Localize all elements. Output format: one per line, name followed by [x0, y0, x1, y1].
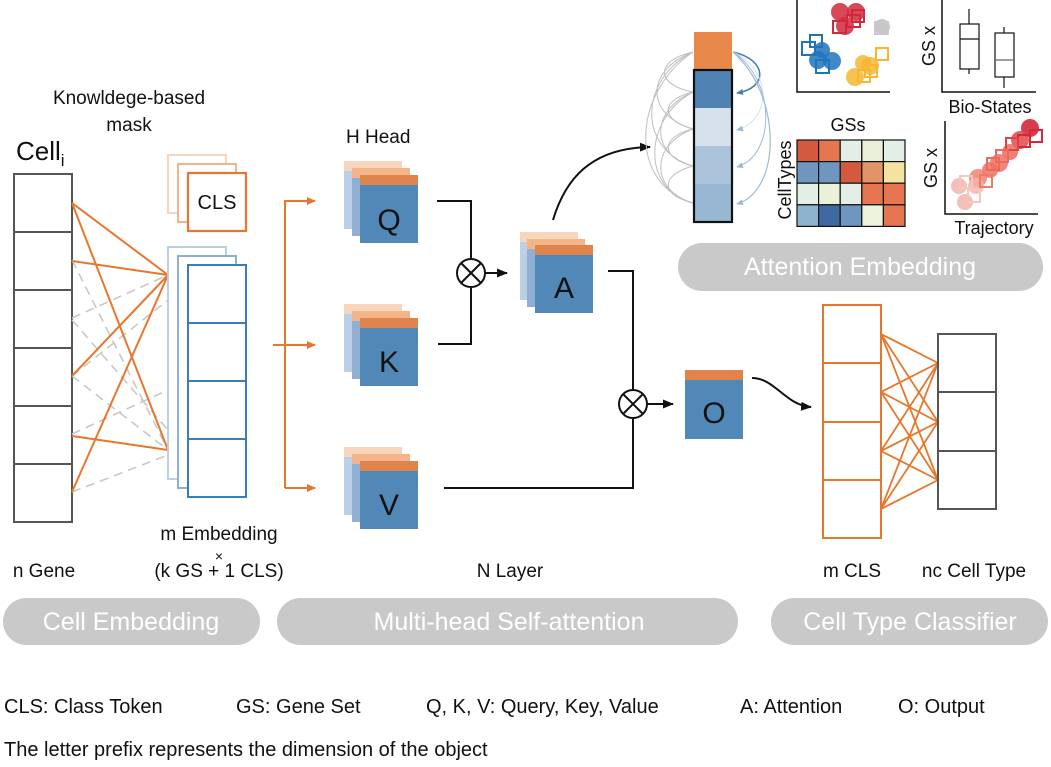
multiply-icon-av — [618, 389, 648, 419]
value-label: V — [379, 489, 399, 522]
multiply-icon-qk — [456, 258, 486, 288]
heatmap-cell — [839, 204, 863, 228]
attention-matrix-stack: A — [520, 232, 593, 313]
attention-arcs-gray — [645, 51, 694, 204]
key-label: K — [379, 346, 399, 379]
heatmap-cell — [796, 204, 820, 228]
attention-label: A — [554, 272, 574, 305]
arrow-to-classifier — [751, 377, 812, 411]
self-attention-section: H Head Q K V — [344, 127, 812, 582]
attention-embedding-pill-label: Attention Embedding — [744, 253, 976, 281]
attention-arcs-blue — [732, 51, 771, 206]
embedding-label-times: × — [215, 548, 223, 564]
celltype-label: nc Cell Type — [922, 561, 1026, 582]
masked-connections — [71, 259, 169, 493]
trajectory-scatter-plot: GS x Trajectory — [921, 119, 1043, 238]
heatmap-cell — [817, 139, 841, 163]
legend-item-qkv: Q, K, V: Query, Key, Value — [426, 696, 659, 718]
classifier-section: m CLS nc Cell Type — [822, 304, 1026, 582]
classifier-connection — [880, 479, 939, 510]
heatmap-cell — [817, 182, 841, 206]
legend-item-gs: GS: Gene Set — [236, 696, 361, 718]
gene-label: n Gene — [13, 561, 75, 582]
qkv-branch-arrows — [273, 197, 316, 492]
trajectory-x-label: Trajectory — [954, 218, 1033, 238]
cls-token-label: CLS — [198, 192, 237, 214]
value-matrix-stack: V — [344, 447, 418, 529]
cell-embedding-pill-label: Cell Embedding — [43, 608, 220, 636]
mask-connections — [71, 202, 169, 493]
query-matrix-stack: Q — [344, 161, 418, 243]
self-attention-pill — [277, 598, 738, 645]
celltype-vector — [937, 333, 997, 510]
classifier-connection — [880, 362, 939, 510]
heatmap-cells — [796, 139, 906, 228]
legend-note: The letter prefix represents the dimensi… — [4, 739, 488, 761]
classifier-connection — [880, 362, 939, 393]
heads-label: H Head — [346, 127, 410, 148]
heatmap-cell — [882, 161, 906, 184]
heatmap-cell — [817, 161, 841, 184]
trajectory-y-label: GS x — [921, 148, 941, 188]
attention-token-column — [645, 32, 771, 224]
heatmap-cell — [839, 139, 863, 163]
cell-embedding-section: Celli Knowldege-based mask — [13, 88, 316, 582]
heatmap-cell — [861, 139, 884, 163]
output-matrix: O — [685, 370, 743, 439]
qk-connector — [437, 200, 472, 345]
cls-token-stack: CLS — [167, 154, 248, 233]
celltype-gs-heatmap: GSs CellTypes — [775, 115, 906, 228]
av-connector — [444, 270, 634, 489]
embedding-stack — [167, 246, 247, 498]
boxplot-x-label: Bio-States — [948, 97, 1031, 117]
legend-item-attention: A: Attention — [740, 696, 842, 718]
gene-vector — [13, 173, 73, 523]
cls-label: m CLS — [823, 561, 881, 582]
classifier-connections — [880, 333, 939, 510]
attention-embedding-section: GS x Bio-States GSs CellTypes — [645, 0, 1043, 291]
heatmap-cell — [796, 139, 820, 163]
legend-item-output: O: Output — [898, 696, 985, 718]
cluster-scatter-plot — [796, 0, 890, 93]
stage-pills: Cell Embedding Multi-head Self-attention… — [3, 598, 1048, 645]
layer-label: N Layer — [477, 561, 544, 582]
attention-embedding-pill — [678, 243, 1043, 291]
heatmap-cell — [839, 161, 863, 184]
heatmap-cell — [839, 182, 863, 206]
self-attention-pill-label: Multi-head Self-attention — [374, 608, 645, 636]
heatmap-y-label: CellTypes — [775, 140, 795, 219]
heatmap-cell — [796, 161, 820, 184]
classifier-pill — [771, 598, 1048, 645]
cls-vector — [822, 304, 882, 539]
heatmap-cell — [817, 204, 841, 228]
cell-embedding-pill — [3, 598, 260, 645]
heatmap-cell — [882, 204, 906, 228]
classifier-connection — [880, 362, 939, 452]
heatmap-cell — [861, 182, 884, 206]
key-matrix-stack: K — [344, 304, 418, 386]
heatmap-cell — [796, 182, 820, 206]
legend-item-cls: CLS: Class Token — [4, 696, 163, 718]
output-label: O — [702, 397, 725, 430]
mask-label-line1: Knowldege-based — [53, 88, 205, 109]
heatmap-cell — [882, 182, 906, 206]
embedding-label-line1: m Embedding — [160, 524, 277, 545]
legend: CLS: Class Token GS: Gene Set Q, K, V: Q… — [4, 696, 985, 761]
arrow-to-attention-embedding — [552, 142, 651, 221]
query-label: Q — [377, 204, 400, 237]
bio-states-boxplot: GS x Bio-States — [919, 0, 1036, 117]
heatmap-title: GSs — [830, 115, 865, 135]
embedding-label-line2: (k GS + 1 CLS) — [154, 561, 283, 582]
cell-label: Celli — [16, 136, 65, 170]
boxplot-y-label: GS x — [919, 26, 939, 66]
classifier-connection — [880, 421, 939, 510]
classifier-pill-label: Cell Type Classifier — [803, 608, 1017, 636]
classifier-connection — [880, 333, 939, 364]
mask-label-line2: mask — [106, 115, 152, 136]
heatmap-cell — [882, 139, 906, 163]
heatmap-cell — [861, 204, 884, 228]
heatmap-cell — [861, 161, 884, 184]
